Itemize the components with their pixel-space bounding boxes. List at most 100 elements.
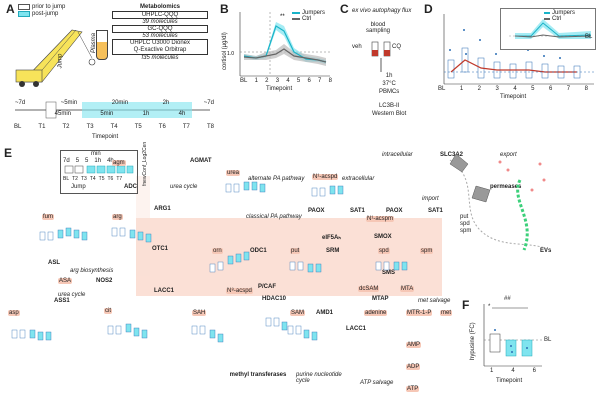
e-legend-points: BL T2 T3 T4 T5 T6 T7 bbox=[63, 176, 122, 182]
f-sig: ## bbox=[504, 296, 511, 302]
d-inset-chart bbox=[509, 19, 593, 39]
lbl-evs: EVs bbox=[540, 248, 552, 254]
enz-lacc1: LACC1 bbox=[154, 288, 175, 294]
d-inset-bl: BL bbox=[585, 34, 593, 40]
e-pt-1: T2 bbox=[72, 176, 78, 182]
node-sam: SAM bbox=[290, 310, 306, 316]
node-mtr: MTR-1-P bbox=[406, 310, 433, 316]
b-xtick-7: 7 bbox=[318, 78, 322, 84]
enz-sat1: SAT1 bbox=[350, 208, 365, 214]
pw-argbio: arg biosynthesis bbox=[70, 268, 114, 274]
d-xtick-1: 1 bbox=[459, 86, 464, 92]
bp-sah bbox=[191, 325, 224, 343]
e-pt-6: T7 bbox=[116, 176, 123, 182]
d-xtick-5: 5 bbox=[531, 86, 535, 92]
c-steps: 1h 37°C PBMCs LC3B-II Western Blot bbox=[372, 72, 406, 118]
jumpers-line-icon bbox=[292, 12, 300, 14]
e-legend-t1: 5 bbox=[85, 158, 89, 164]
c-title: ex vivo autophagy flux bbox=[352, 8, 412, 14]
enz-paox: PAOX bbox=[308, 208, 325, 214]
c-s2: sampling bbox=[366, 28, 391, 34]
d-legend-ctrl: Ctrl bbox=[544, 16, 575, 22]
e-pt-3: T4 bbox=[89, 176, 96, 182]
ext-list: put spd spm bbox=[460, 214, 471, 235]
enz-ass1: ASS1 bbox=[54, 298, 70, 304]
e-legend-durations: 7d 5 5 1h 4h bbox=[63, 158, 114, 164]
e-legend-t0: 5 bbox=[75, 158, 80, 164]
timeline-xlabel: Timepoint bbox=[92, 134, 119, 140]
node-met: met bbox=[440, 310, 453, 316]
bp-fum bbox=[39, 227, 88, 241]
m3-box: UHPLC U3000 Dionex Q-Exactive Orbitrap bbox=[112, 39, 208, 55]
c-s1: blood bbox=[370, 22, 386, 28]
prior-swatch-icon bbox=[18, 4, 30, 10]
f-xtick-0: 1 bbox=[490, 368, 494, 374]
enz-adc: ADC bbox=[124, 184, 137, 190]
tp-6: T6 bbox=[158, 124, 166, 130]
interval-6: 2h bbox=[162, 100, 170, 106]
e-pt-0: BL bbox=[63, 176, 70, 182]
lbl-extracellular: extracellular bbox=[342, 176, 375, 182]
e-pt-2: T3 bbox=[80, 176, 87, 182]
node-spm: spm bbox=[420, 248, 434, 254]
panel-b-letter: B bbox=[220, 2, 229, 16]
b-legend-jumpers: Jumpers bbox=[292, 10, 325, 16]
m3-line2: Q-Exactive Orbitrap bbox=[133, 47, 187, 53]
d-jumpers-icon bbox=[544, 12, 550, 14]
enz-lacc1b: LACC1 bbox=[346, 326, 367, 332]
panel-e-letter: E bbox=[4, 146, 13, 160]
node-atp: ATP bbox=[406, 386, 420, 392]
pw-purine: purine nucleotide cycle bbox=[296, 372, 342, 384]
node-n1acspd: N¹-acspd bbox=[312, 174, 339, 180]
interval-7: 4h bbox=[178, 111, 186, 117]
m3-count: f35 molecules bbox=[141, 55, 179, 61]
b-xlabel: Timepoint bbox=[266, 86, 293, 92]
ext-spm: spm bbox=[460, 228, 472, 234]
enz-sat1b: SAT1 bbox=[428, 208, 443, 214]
node-agm: agm bbox=[112, 160, 126, 166]
e-pt-4: T5 bbox=[98, 176, 105, 182]
f-bl: BL bbox=[544, 337, 552, 343]
enz-srm: SRM bbox=[326, 248, 340, 254]
lbl-slc3a2: SLC3A2 bbox=[440, 152, 464, 158]
node-put: put bbox=[290, 248, 301, 254]
f-xticks: 1 4 6 bbox=[490, 368, 536, 374]
d-xtick-4: 4 bbox=[513, 86, 517, 92]
b-legend-jumpers-label: Jumpers bbox=[302, 10, 326, 16]
plasma-tube-icon bbox=[96, 30, 108, 60]
enz-sms: SMS bbox=[382, 270, 396, 276]
node-n8acspd: N⁸-acspd bbox=[226, 288, 253, 294]
b-xtick-1: 1 bbox=[254, 78, 258, 84]
d-legend: Jumpers Ctrl bbox=[544, 10, 575, 22]
e-legend-jump: Jump bbox=[71, 184, 86, 190]
c-blood: blood sampling bbox=[366, 22, 390, 34]
b-stars: ** bbox=[280, 14, 285, 20]
d-xtick-3: 3 bbox=[495, 86, 499, 92]
bp-asp bbox=[11, 329, 52, 341]
c-s4: 37°C bbox=[382, 81, 396, 87]
lc3b-chart bbox=[443, 14, 594, 85]
lbl-intracellular: intracellular bbox=[382, 152, 413, 158]
metabolomics-title: Metabolomics bbox=[139, 4, 180, 10]
b-xtick-2: 2 bbox=[265, 78, 269, 84]
enz-agmat: AGMAT bbox=[190, 158, 212, 164]
pw-ucycle2: urea cycle bbox=[58, 292, 86, 298]
node-n1acspm: N¹-acspm bbox=[366, 216, 395, 222]
c-veh: veh bbox=[352, 44, 362, 50]
b-xticks: BL 1 2 3 4 5 6 7 8 bbox=[240, 78, 332, 84]
membrane-transport bbox=[449, 153, 551, 251]
node-dcsam: dcSAM bbox=[358, 286, 380, 292]
enz-otc1: OTC1 bbox=[152, 246, 169, 252]
pa-pathway-stub bbox=[136, 176, 150, 276]
c-tubes-icon bbox=[371, 41, 391, 72]
ctrl-line-icon bbox=[292, 18, 300, 20]
node-adenine: adenine bbox=[364, 310, 388, 316]
enz-odc1: ODC1 bbox=[250, 248, 267, 254]
d-xtick-6: 6 bbox=[548, 86, 553, 92]
node-mta: MTA bbox=[400, 286, 415, 292]
node-sah: SAH bbox=[192, 310, 207, 316]
interval-1: ~5min bbox=[60, 100, 78, 106]
d-legend-jumpers: Jumpers bbox=[544, 10, 575, 16]
f-ylabel: hypusine (FC) bbox=[470, 322, 476, 360]
bp-spd bbox=[375, 261, 408, 271]
